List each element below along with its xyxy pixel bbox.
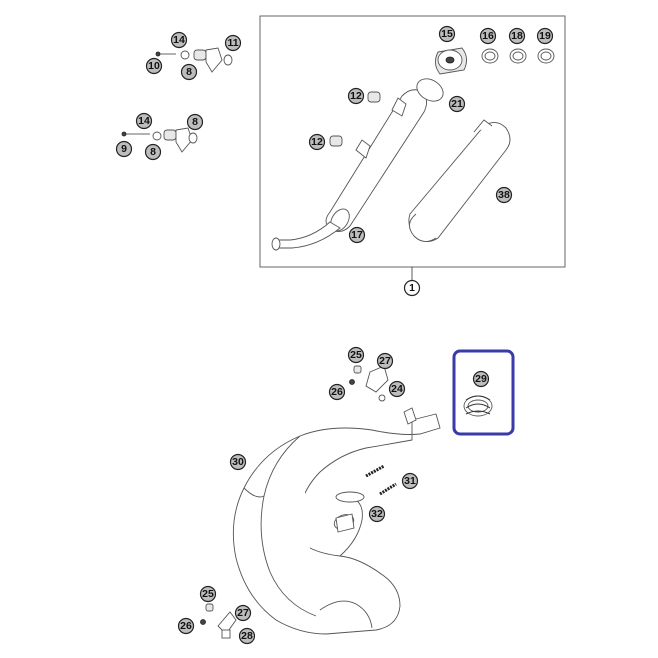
- svg-text:24: 24: [391, 383, 403, 395]
- silencer-sleeve: [408, 119, 511, 242]
- ring-18: [509, 48, 527, 64]
- callout-12-upper[interactable]: 12: [347, 87, 365, 105]
- mount-hardware-upper: [155, 47, 233, 73]
- svg-text:17: 17: [351, 229, 363, 241]
- callout-8-upper[interactable]: 8: [180, 63, 198, 81]
- callout-31[interactable]: 31: [401, 472, 419, 490]
- callout-17[interactable]: 17: [348, 226, 366, 244]
- svg-text:15: 15: [441, 28, 453, 40]
- callout-27-lower[interactable]: 27: [234, 604, 252, 622]
- callout-28[interactable]: 28: [238, 627, 256, 645]
- svg-text:14: 14: [173, 34, 185, 46]
- svg-text:27: 27: [379, 355, 391, 367]
- silencer-assembly-frame: [259, 15, 566, 268]
- svg-text:1: 1: [409, 282, 415, 294]
- svg-text:12: 12: [350, 90, 362, 102]
- ring-19: [537, 48, 555, 64]
- svg-text:28: 28: [241, 630, 253, 642]
- callout-25-lower[interactable]: 25: [199, 585, 217, 603]
- callout-30[interactable]: 30: [229, 453, 247, 471]
- silencer-body: [271, 89, 427, 251]
- callout-8-lower[interactable]: 8: [144, 143, 162, 161]
- o-ring: [335, 491, 365, 503]
- svg-text:30: 30: [232, 456, 244, 468]
- svg-text:12: 12: [311, 136, 323, 148]
- callout-25-upper[interactable]: 25: [347, 346, 365, 364]
- callout-24[interactable]: 24: [388, 380, 406, 398]
- svg-text:27: 27: [237, 607, 249, 619]
- svg-text:11: 11: [227, 37, 238, 49]
- svg-text:32: 32: [371, 508, 383, 520]
- grommet-upper: [367, 91, 381, 103]
- callout-10[interactable]: 10: [145, 57, 163, 75]
- callout-11[interactable]: 11: [224, 34, 242, 52]
- svg-text:8: 8: [192, 116, 198, 128]
- callout-9[interactable]: 9: [115, 140, 133, 158]
- svg-text:26: 26: [331, 386, 343, 398]
- callout-16[interactable]: 16: [479, 27, 497, 45]
- svg-text:19: 19: [539, 30, 551, 42]
- pipe-mount-lower: [200, 603, 237, 639]
- highlight-frame: [452, 349, 515, 436]
- svg-text:25: 25: [350, 349, 362, 361]
- grommet-lower: [329, 135, 343, 147]
- callout-26-upper[interactable]: 26: [328, 383, 346, 401]
- svg-text:10: 10: [148, 60, 160, 72]
- exhaust-seal: [463, 395, 493, 417]
- callout-1[interactable]: 1: [403, 279, 421, 297]
- callout-12-lower[interactable]: 12: [308, 133, 326, 151]
- callout-26-lower[interactable]: 26: [177, 617, 195, 635]
- svg-text:9: 9: [121, 143, 127, 155]
- svg-text:38: 38: [498, 189, 510, 201]
- callout-32[interactable]: 32: [368, 505, 386, 523]
- exhaust-spring-lower: [379, 482, 397, 496]
- svg-text:31: 31: [404, 475, 416, 487]
- callout-19[interactable]: 19: [536, 27, 554, 45]
- callout-8-right[interactable]: 8: [186, 113, 204, 131]
- end-cap: [435, 47, 467, 75]
- svg-text:8: 8: [186, 66, 192, 78]
- svg-text:25: 25: [202, 588, 214, 600]
- callout-15[interactable]: 15: [438, 25, 456, 43]
- exhaust-pipe: [232, 407, 441, 635]
- pipe-mount-upper: [349, 365, 389, 402]
- callout-18[interactable]: 18: [508, 27, 526, 45]
- svg-text:29: 29: [475, 373, 487, 385]
- callout-14-upper[interactable]: 14: [170, 31, 188, 49]
- callout-29[interactable]: 29: [472, 370, 490, 388]
- svg-text:14: 14: [138, 115, 150, 127]
- callout-21[interactable]: 21: [448, 95, 466, 113]
- ring-16: [481, 48, 499, 64]
- callout-27-upper[interactable]: 27: [376, 352, 394, 370]
- svg-text:26: 26: [180, 620, 192, 632]
- gasket-ring: [416, 78, 444, 102]
- svg-text:21: 21: [451, 98, 463, 110]
- callout-14-lower[interactable]: 14: [135, 112, 153, 130]
- mount-hardware-lower: [121, 127, 198, 153]
- svg-text:18: 18: [511, 30, 523, 42]
- exhaust-spring-upper: [365, 464, 385, 478]
- callout-38[interactable]: 38: [495, 186, 513, 204]
- svg-text:8: 8: [150, 146, 156, 158]
- svg-text:16: 16: [482, 30, 494, 42]
